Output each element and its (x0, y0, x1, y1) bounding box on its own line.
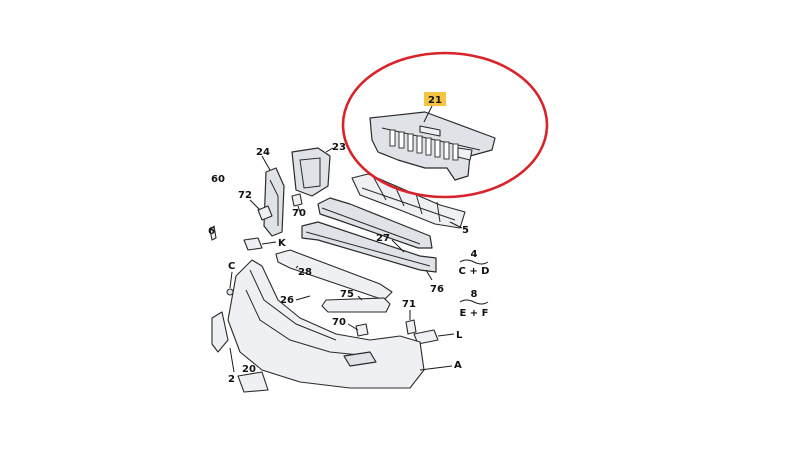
part-20-lower-strip (237, 371, 269, 393)
label-l: L (456, 330, 463, 341)
group-8-number: 8 (471, 289, 478, 300)
label-k: K (278, 238, 287, 249)
part-21-air-guide (369, 111, 496, 181)
label-a: A (454, 360, 462, 371)
part-c-fastener (226, 271, 234, 296)
part-27-beam (301, 221, 437, 281)
label-28: 28 (298, 267, 312, 278)
part-70-lower-clip (347, 323, 369, 337)
group-4-number: 4 (471, 249, 478, 260)
label-26: 26 (280, 295, 294, 306)
highlight-ellipse (341, 51, 549, 199)
label-27: 27 (376, 233, 390, 244)
label-2: 2 (228, 374, 235, 385)
label-6: 6 (208, 226, 215, 237)
callout-21: 21 (423, 92, 446, 123)
label-71: 71 (402, 299, 416, 310)
group-8-callout: 8 E + F (459, 289, 488, 319)
label-24: 24 (256, 147, 270, 158)
part-5-grille-frame (351, 173, 466, 229)
part-28-absorber (275, 249, 393, 301)
part-72-clip (249, 199, 273, 221)
part-24-side-duct (261, 155, 285, 237)
label-c: C (228, 261, 235, 272)
label-70-upper: 70 (292, 208, 306, 219)
label-5: 5 (462, 225, 469, 236)
part-k-clip (243, 237, 277, 251)
part-23-side-bracket (291, 147, 334, 197)
part-70-upper-clip (291, 193, 303, 213)
part-a-bumper (227, 259, 453, 389)
part-75-lower-bar (321, 295, 391, 313)
label-75: 75 (340, 289, 354, 300)
group-4-callout: 4 C + D (459, 249, 490, 277)
callout-21-label: 21 (428, 95, 442, 106)
label-70-lower: 70 (332, 317, 346, 328)
label-60: 60 (211, 174, 225, 185)
label-72: 72 (238, 190, 252, 201)
label-76: 76 (430, 284, 444, 295)
part-60-partial (209, 225, 217, 241)
part-26-leader (295, 295, 311, 301)
group-8-subparts: E + F (459, 308, 488, 319)
group-4-subparts: C + D (459, 266, 490, 277)
label-23: 23 (332, 142, 346, 153)
callout-21-badge (424, 92, 446, 106)
upper-absorber (317, 197, 433, 249)
part-71-clip (405, 310, 417, 335)
part-2-left-piece (211, 311, 235, 373)
label-20: 20 (242, 364, 256, 375)
